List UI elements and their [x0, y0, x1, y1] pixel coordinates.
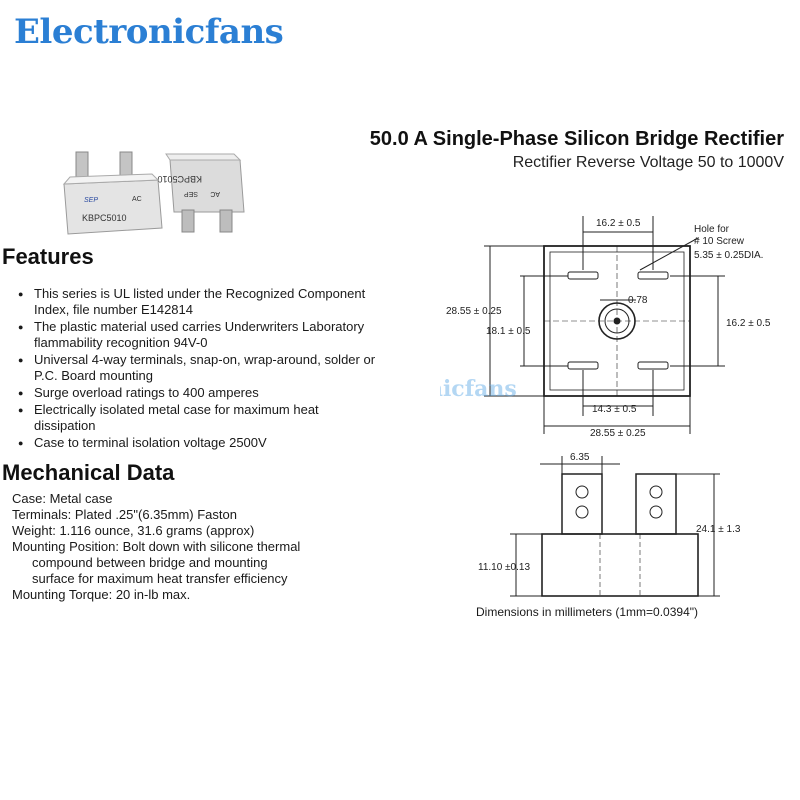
- terminal-slot: [637, 271, 669, 280]
- dim-terminal: 6.35: [570, 452, 590, 463]
- list-item: Case to terminal isolation voltage 2500V: [16, 435, 376, 451]
- dim-body: 11.10 ±0.13: [478, 562, 530, 573]
- dim-bottom-outer: 28.55 ± 0.25: [590, 428, 646, 439]
- list-item: Terminals: Plated .25"(6.35mm) Faston: [12, 507, 237, 522]
- rectifier-front-unit: SEP AC KBPC5010: [62, 151, 163, 235]
- list-item: Mounting Torque: 20 in-lb max.: [12, 587, 191, 602]
- dim-left-inner: 18.1 ± 0.5: [486, 326, 531, 337]
- product-photo: KBPC5010 SEP AC SEP AC KBPC5010: [62, 151, 245, 235]
- list-item: surface for maximum heat transfer effici…: [32, 571, 288, 586]
- list-item: Universal 4-way terminals, snap-on, wrap…: [16, 352, 376, 384]
- dim-left-outer: 28.55 ± 0.25: [446, 306, 502, 317]
- side-view-drawing: 6.35 24.1 ± 1.3 11.10 ±0.13: [478, 452, 741, 597]
- features-list: This series is UL listed under the Recog…: [16, 286, 376, 452]
- dim-right: 16.2 ± 0.5: [726, 318, 771, 329]
- list-item: Surge overload ratings to 400 amperes: [16, 385, 376, 401]
- page-subtitle: Rectifier Reverse Voltage 50 to 1000V: [512, 154, 784, 171]
- brand-logo: Electronicfans: [14, 12, 284, 52]
- side-body: [541, 533, 699, 597]
- back-mark: SEP: [184, 190, 198, 197]
- terminal-slot: [637, 361, 669, 370]
- features-heading: Features: [2, 244, 94, 269]
- list-item: Mounting Position: Bolt down with silico…: [12, 539, 301, 554]
- dim-height: 24.1 ± 1.3: [696, 524, 741, 535]
- dim-hole: 0.78: [628, 295, 648, 306]
- hole-note-line2: # 10 Screw: [694, 236, 745, 247]
- dim-bottom-inner: 14.3 ± 0.5: [592, 404, 637, 415]
- rectifier-back-unit: KBPC5010 SEP AC: [157, 153, 245, 233]
- mechanical-list: Case: Metal case Terminals: Plated .25"(…: [12, 491, 372, 603]
- side-terminal: [561, 473, 603, 535]
- list-item: compound between bridge and mounting: [32, 555, 268, 570]
- front-ac: AC: [132, 196, 142, 203]
- back-part-label: KBPC5010: [157, 174, 202, 184]
- terminal-slot: [567, 271, 599, 280]
- watermark: Electronicfans: [440, 376, 517, 402]
- back-ac: AC: [210, 190, 220, 197]
- top-view-drawing: 16.2 ± 0.5 Hole for # 10 Screw 5.35 ± 0.…: [440, 216, 771, 439]
- front-part-label: KBPC5010: [82, 213, 127, 223]
- mechanical-heading: Mechanical Data: [2, 460, 175, 485]
- hole-note-line3: 5.35 ± 0.25DIA.: [694, 250, 763, 261]
- terminal-slot: [567, 361, 599, 370]
- list-item: The plastic material used carries Underw…: [16, 319, 376, 351]
- dimensions-note: Dimensions in millimeters (1mm=0.0394"): [476, 605, 698, 619]
- list-item: Case: Metal case: [12, 491, 113, 506]
- list-item: This series is UL listed under the Recog…: [16, 286, 376, 318]
- side-terminal: [635, 473, 677, 535]
- list-item: Electrically isolated metal case for max…: [16, 402, 376, 434]
- hole-note-line1: Hole for: [694, 224, 730, 235]
- list-item: Weight: 1.116 ounce, 31.6 grams (approx): [12, 523, 255, 538]
- front-mark: SEP: [84, 197, 98, 204]
- dim-top: 16.2 ± 0.5: [596, 218, 641, 229]
- page-title: 50.0 A Single-Phase Silicon Bridge Recti…: [369, 128, 784, 150]
